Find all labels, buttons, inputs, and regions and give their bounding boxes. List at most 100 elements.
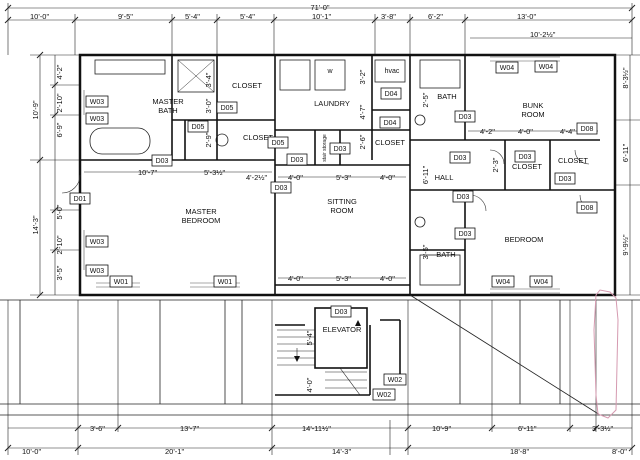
stair-storage-label: stair storage	[322, 134, 328, 162]
dim-bath-bottom-v: 3'-5"	[421, 244, 430, 259]
dim-bot-10: 18'-8"	[510, 447, 529, 456]
tag-d04-2: D04	[379, 116, 401, 129]
tag-d03-8: D03	[554, 172, 576, 185]
dim-bath-top-v: 2'-5"	[421, 92, 430, 107]
dim-bath-small3: 2'-9"	[204, 132, 213, 147]
tag-w04-1: W04	[495, 61, 519, 74]
dim-right-3: 9'-9½"	[621, 234, 630, 256]
svg-text:D03: D03	[291, 157, 304, 164]
room-bunk-2: ROOM	[521, 110, 544, 119]
tag-d05-1: D05	[216, 101, 238, 114]
tag-d03-5: D03	[454, 110, 476, 123]
tag-w03-1: W03	[85, 95, 109, 108]
dim-bunk-1: 4'-2"	[480, 127, 495, 136]
dim-left-inner-3: 6'-9"	[55, 122, 64, 137]
interior-walls	[80, 55, 615, 396]
room-elevator: ELEVATOR	[323, 325, 362, 334]
svg-text:D03: D03	[275, 185, 288, 192]
dim-top-3: 5'-4"	[185, 12, 200, 21]
toilet-icon	[215, 133, 229, 147]
dim-sit-top-1: 4'-0"	[288, 173, 303, 182]
bottom-dim-ticks	[4, 424, 636, 452]
dim-sit-bot-2: 5'-3"	[336, 274, 351, 283]
tag-d08-2: D08	[576, 201, 598, 214]
room-master-bath-1: MASTER	[152, 97, 184, 106]
dim-bath-small2: 3'-0"	[204, 98, 213, 113]
room-bunk-1: BUNK	[523, 101, 544, 110]
dim-bot-8: 20'-1"	[165, 447, 184, 456]
svg-text:W04: W04	[500, 65, 515, 72]
svg-text:D03: D03	[519, 154, 532, 161]
tag-d04-1: D04	[380, 87, 402, 100]
tag-d01: D01	[69, 192, 91, 205]
top-dim-ticks	[4, 4, 636, 24]
dim-closet-w2: 4'-2½"	[246, 173, 268, 182]
tags: W03 W03 D05 D05 D05 D03 D03 D03 D04 D04 …	[69, 60, 598, 401]
svg-text:D05: D05	[272, 140, 285, 147]
svg-text:D05: D05	[221, 105, 234, 112]
dim-bot-3: 14'-11½"	[302, 424, 331, 433]
svg-text:D04: D04	[384, 120, 397, 127]
left-dimension-lines	[30, 54, 80, 296]
svg-text:D04: D04	[385, 91, 398, 98]
vanity-icon	[94, 59, 166, 75]
dim-laundry-v2: 4'-7"	[358, 104, 367, 119]
tag-w04-3: W04	[491, 275, 515, 288]
svg-text:D03: D03	[156, 158, 169, 165]
tag-w03-3: W03	[85, 235, 109, 248]
svg-text:W03: W03	[90, 99, 105, 106]
tag-w04-4: W04	[529, 275, 553, 288]
tag-w04-2: W04	[534, 60, 558, 73]
stairs	[277, 329, 367, 396]
dim-bath-small: 3'-4"	[204, 72, 213, 87]
room-master-bedroom-2: BEDROOM	[182, 216, 221, 225]
dim-top-extra: 10'-2½"	[530, 30, 556, 39]
dim-top-4: 5'-4"	[240, 12, 255, 21]
hvac-icon	[374, 59, 406, 83]
svg-text:D03: D03	[559, 176, 572, 183]
room-sitting-2: ROOM	[330, 206, 353, 215]
left-dim-ticks	[36, 51, 59, 299]
dim-elevator-v: 5'-4"	[305, 330, 314, 345]
dim-left-outer-1: 10'-9"	[31, 100, 40, 119]
dim-bot-5: 6'-11"	[518, 424, 537, 433]
svg-text:D08: D08	[581, 126, 594, 133]
toilet-bottom-icon	[414, 216, 426, 228]
dim-bunk-2: 4'-0"	[518, 127, 533, 136]
tag-d03-2: D03	[286, 153, 308, 166]
room-closet-hall: CLOSET	[512, 162, 542, 171]
dim-overall: 71'-0"	[310, 3, 329, 12]
svg-text:D03: D03	[454, 155, 467, 162]
room-bath-top: BATH	[437, 92, 456, 101]
svg-text:D03: D03	[459, 114, 472, 121]
svg-text:D03: D03	[335, 309, 348, 316]
svg-text:D08: D08	[581, 205, 594, 212]
dim-bunk-3: 4'-4"	[560, 127, 575, 136]
dim-bot-4: 10'-9"	[432, 424, 451, 433]
tub-top-icon	[419, 59, 461, 89]
svg-text:D03: D03	[457, 194, 470, 201]
stair-arrow-icon	[294, 356, 300, 362]
dim-hall-small: 2'-3"	[491, 157, 500, 172]
dim-top-1: 10'-0"	[30, 12, 49, 21]
tag-d05-2: D05	[187, 120, 209, 133]
tag-d03-9: D03	[452, 190, 474, 203]
tag-d03-3: D03	[270, 181, 292, 194]
tag-w03-4: W03	[85, 264, 109, 277]
tag-d03-11: D03	[330, 305, 352, 318]
elevator-arrow-icon	[355, 320, 361, 326]
room-laundry: LAUNDRY	[314, 99, 350, 108]
dim-bot-11: 8'-0"	[612, 447, 627, 456]
highlight-outline	[593, 289, 619, 419]
dim-top-2: 9'-5"	[118, 12, 133, 21]
dim-sit-bot-3: 4'-0"	[380, 274, 395, 283]
svg-text:D03: D03	[334, 146, 347, 153]
dim-laundry-v1: 3'-2"	[358, 69, 367, 84]
washer-label: w	[326, 68, 333, 75]
bathtub-icon	[89, 127, 151, 155]
toilet-top-icon	[414, 114, 426, 126]
room-closet-top: CLOSET	[232, 81, 262, 90]
svg-text:W04: W04	[534, 279, 549, 286]
tag-w02-1: W02	[383, 373, 407, 386]
